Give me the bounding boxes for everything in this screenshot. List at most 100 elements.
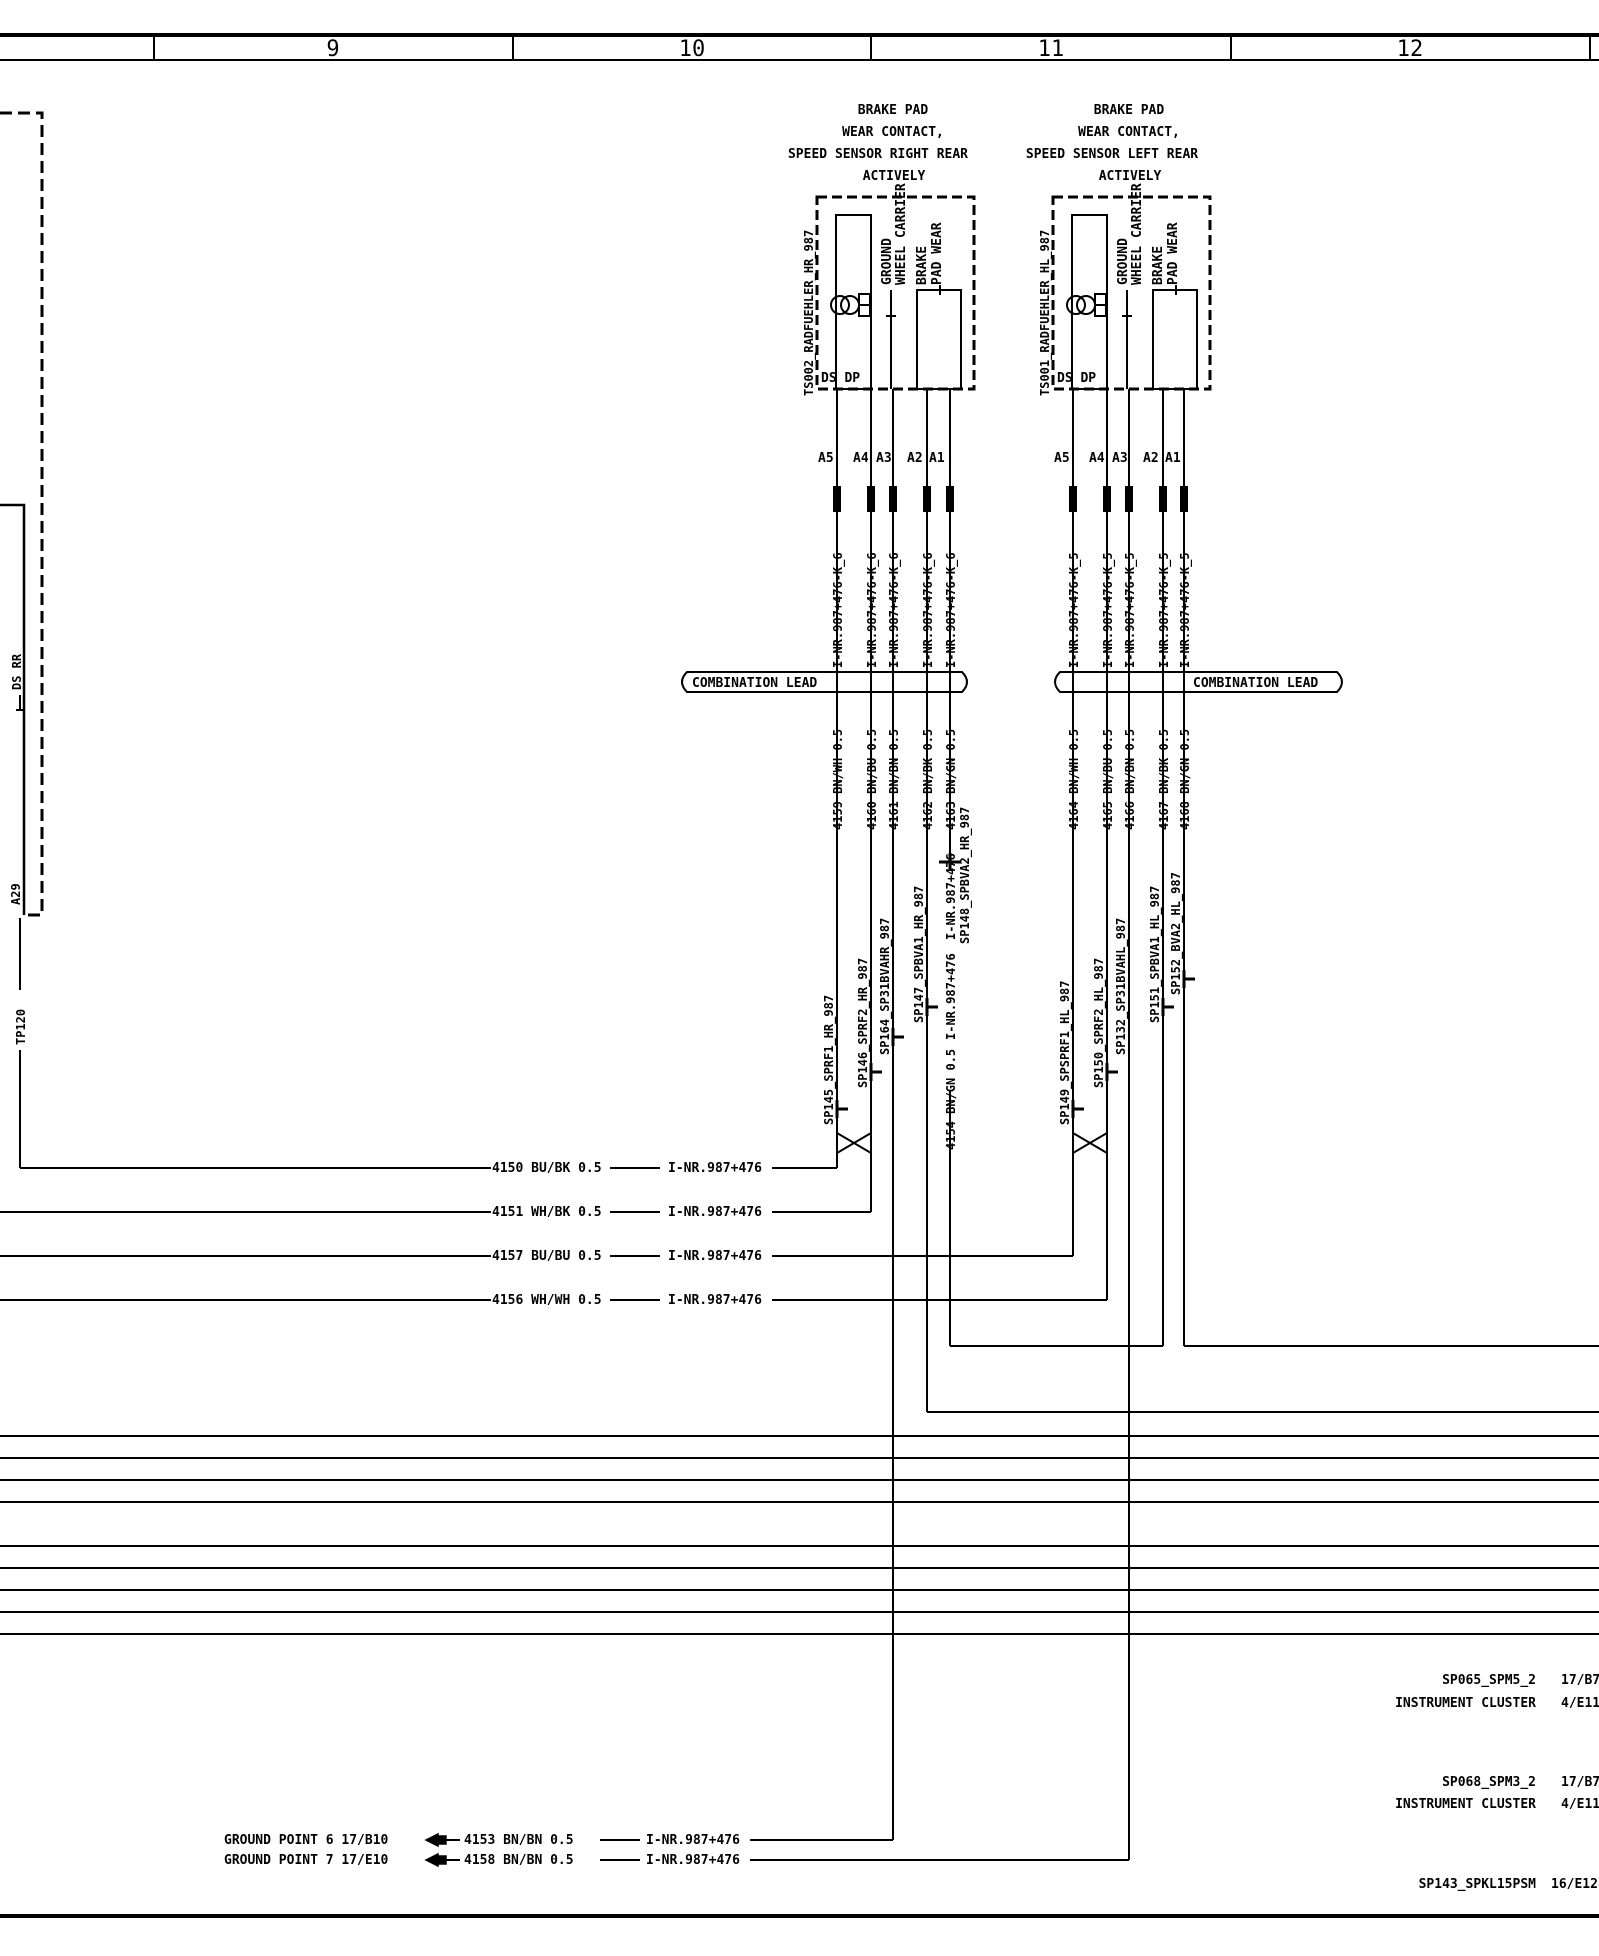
- wire-number: 4161 BN/BN 0.5: [887, 729, 901, 830]
- column-number: 10: [679, 37, 706, 62]
- splice-label: SP132_SP31BVAHL_987: [1114, 918, 1129, 1055]
- splice-label: SP151_SPBVA1_HL_987: [1148, 886, 1163, 1023]
- ground-label: WHEEL CARRIER: [1130, 183, 1145, 285]
- reference-location: 17/B7: [1561, 1775, 1599, 1790]
- wire-code: I-NR.987+476: [668, 1293, 762, 1308]
- wire-number: 4164 BN/WH 0.5: [1067, 729, 1081, 830]
- reference-location: 4/E11: [1561, 1797, 1599, 1812]
- wire-label: 4150 BU/BK 0.5: [492, 1161, 602, 1176]
- wire-code: I-NR.987+476: [646, 1833, 740, 1848]
- ground-connector-icon: [424, 1832, 447, 1848]
- wire-code: I-NR.987+476-K_6: [921, 552, 936, 668]
- sensor-left-rear-title: BRAKE PAD WEAR CONTACT, SPEED SENSOR LEF…: [1026, 103, 1198, 184]
- wire-number: 4159 BN/WH 0.5: [831, 729, 845, 830]
- reference-location: 17/B7: [1561, 1673, 1599, 1688]
- ground-label: WHEEL CARRIER: [894, 183, 909, 285]
- sensor-right-rear: [815, 195, 976, 391]
- brake-label: BRAKE: [915, 246, 930, 285]
- wire-code: I-NR.987+476-K_5: [1157, 552, 1172, 668]
- brake-label: PAD WEAR: [930, 222, 945, 285]
- wire-code: I-NR.987+476: [668, 1161, 762, 1176]
- wire-code: I-NR.987+476: [668, 1249, 762, 1264]
- sensor-right-rear-title: BRAKE PAD WEAR CONTACT, SPEED SENSOR RIG…: [788, 103, 968, 184]
- pin-label: A4: [1089, 451, 1105, 466]
- ground-label: GROUND: [1116, 238, 1131, 285]
- pin-label: A29: [9, 883, 23, 905]
- wire-number: 4165 BN/BU 0.5: [1101, 729, 1115, 830]
- combination-lead-right: [681, 671, 968, 693]
- title-line: WEAR CONTACT,: [842, 125, 944, 140]
- wire-code: I-NR.987+476-K_5: [1123, 552, 1138, 668]
- pin-label: A1: [929, 451, 945, 466]
- reference-name: SP143_SPKL15PSM: [1419, 1877, 1537, 1892]
- wire-number: 4168 BN/GN 0.5: [1178, 729, 1192, 830]
- wire-code: I-NR.987+476-K_6: [944, 552, 959, 668]
- left-control-unit: [0, 111, 44, 917]
- splice-label: SP152_BVA2_HL_987: [1169, 872, 1184, 995]
- pin-label: A5: [818, 451, 834, 466]
- wire-code: I-NR.987+476: [944, 853, 958, 940]
- connector-stubs: [833, 486, 1188, 512]
- title-line: WEAR CONTACT,: [1078, 125, 1180, 140]
- column-number: 9: [326, 37, 339, 62]
- ground-connector-icon: [424, 1852, 447, 1868]
- splice-label: SP145_SPRF1_HR_987: [822, 995, 837, 1125]
- test-point: TP120: [14, 1009, 28, 1045]
- wire-number: 4163 BN/GN 0.5: [944, 729, 958, 830]
- pin-label: A3: [1112, 451, 1128, 466]
- splice-label: SP148_SPBVA2_HR_987: [958, 807, 973, 944]
- wire-code: I-NR.987+476-K_6: [865, 552, 880, 668]
- reference-location: 4/E11: [1561, 1696, 1599, 1711]
- reference-name: INSTRUMENT CLUSTER: [1395, 1797, 1536, 1812]
- reference-location: 16/E12: [1551, 1877, 1598, 1892]
- wire-label: 4158 BN/BN 0.5: [464, 1853, 574, 1868]
- pin-label: A4: [853, 451, 869, 466]
- wire-number: 4160 BN/BU 0.5: [865, 729, 879, 830]
- pin-labels: DS DP: [1057, 371, 1096, 386]
- twisted-pair-icon: [836, 1132, 1108, 1154]
- wire-number: 4166 BN/BN 0.5: [1123, 729, 1137, 830]
- wire-label: 4156 WH/WH 0.5: [492, 1293, 602, 1308]
- combination-lead-label: COMBINATION LEAD: [692, 676, 817, 691]
- brake-label: PAD WEAR: [1166, 222, 1181, 285]
- title-line: SPEED SENSOR LEFT REAR: [1026, 147, 1198, 162]
- splice-label: SP146_SPRF2_HR_987: [856, 958, 871, 1088]
- reference-name: SP065_SPM5_2: [1442, 1673, 1536, 1688]
- title-line: SPEED SENSOR RIGHT REAR: [788, 147, 968, 162]
- wire-code: I-NR.987+476: [646, 1853, 740, 1868]
- splice-label: SP149_SPSPRF1_HL_987: [1058, 981, 1073, 1126]
- sensor-wires: [836, 389, 1599, 1860]
- pin-label: A5: [1054, 451, 1070, 466]
- sensor-left-rear: [1051, 195, 1212, 391]
- frame: [0, 33, 1599, 1918]
- wire-code: I-NR.987+476-K_5: [1101, 552, 1116, 668]
- wire-number: 4154 BN/GN 0.5: [944, 1049, 958, 1150]
- wire-code: I-NR.987+476-K_5: [1178, 552, 1193, 668]
- wire-code: I-NR.987+476-K_5: [1067, 552, 1082, 668]
- wire-label: 4157 BU/BU 0.5: [492, 1249, 602, 1264]
- pin-labels: DS RR: [10, 653, 24, 690]
- splice-markers: [835, 853, 1195, 1118]
- column-number: 11: [1038, 37, 1065, 62]
- combination-lead-label: COMBINATION LEAD: [1193, 676, 1318, 691]
- brake-label: BRAKE: [1151, 246, 1166, 285]
- wire-code: I-NR.987+476: [668, 1205, 762, 1220]
- splice-label: SP150_SPRF2_HL_987: [1092, 958, 1107, 1088]
- horizontal-wires: [0, 1167, 1107, 1301]
- pin-label: A2: [1143, 451, 1159, 466]
- part-id: TS001_RADFUEHLER_HL_987: [1038, 230, 1053, 396]
- ground-wires: [445, 1839, 1129, 1861]
- title-line: BRAKE PAD: [1094, 103, 1165, 118]
- ground-point-name: GROUND POINT 7 17/E10: [224, 1853, 389, 1868]
- splice-label: SP147_SPBVA1_HR_987: [912, 886, 927, 1023]
- reference-name: INSTRUMENT CLUSTER: [1395, 1696, 1536, 1711]
- title-line: ACTIVELY: [1099, 169, 1162, 184]
- pin-label: A2: [907, 451, 923, 466]
- reference-name: SP068_SPM3_2: [1442, 1775, 1536, 1790]
- pin-label: A1: [1165, 451, 1181, 466]
- combination-lead-left: [1054, 671, 1343, 693]
- pin-labels: DS DP: [821, 371, 860, 386]
- title-line: ACTIVELY: [863, 169, 926, 184]
- wire-code: I-NR.987+476-K_6: [831, 552, 846, 668]
